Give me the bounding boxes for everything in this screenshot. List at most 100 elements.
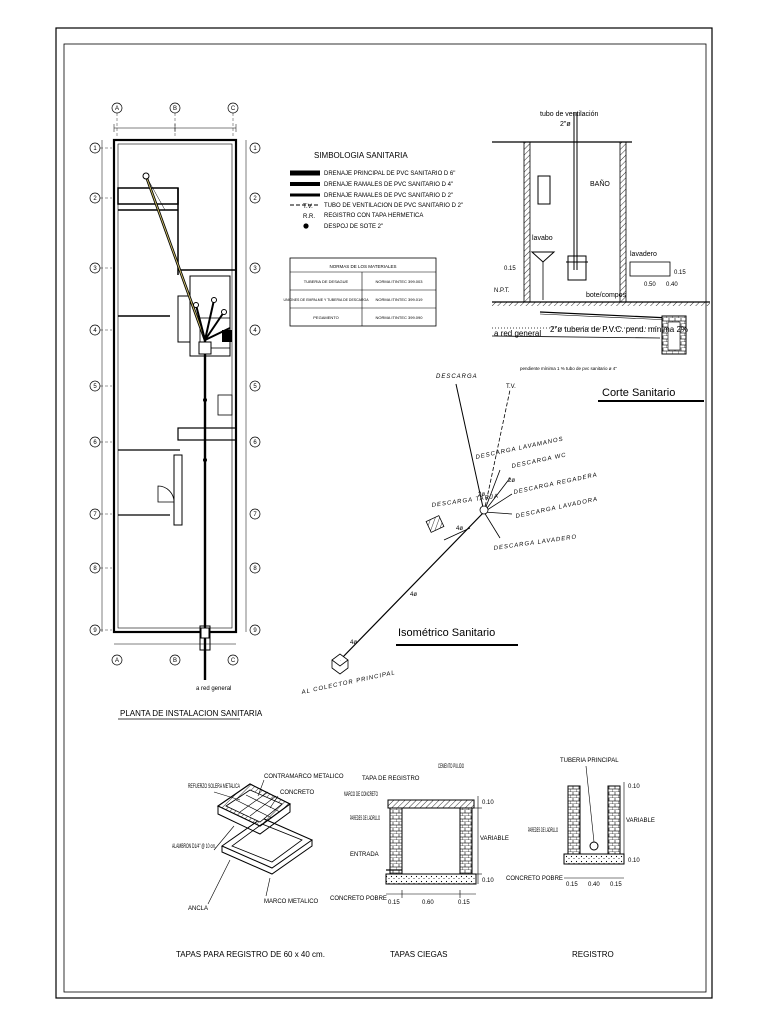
lid-label: REFUERZO SOLERA METALICA	[188, 784, 240, 790]
axis-row-label: 7	[93, 512, 97, 518]
axis-row-bubble	[249, 436, 261, 448]
blind-dimension: 0.10	[482, 800, 494, 806]
axis-row-bubble	[249, 142, 261, 154]
iso-label: DESCARGA	[436, 374, 478, 380]
register-pipe-icon	[589, 841, 599, 851]
axis-row-bubble	[249, 624, 261, 636]
legend: SIMBOLOGIA SANITARIA T.V. R.R. DRENAJE P…	[290, 151, 463, 230]
legend-item: DESPOJ DE SOTE 2"	[324, 224, 383, 230]
legend-item: DRENAJE RAMALES DE PVC SANITARIO D 4"	[324, 182, 453, 188]
axis-row-label: 1	[93, 146, 97, 152]
section-foot-label: pendiente mínima 1 % tubo de pvc sanitar…	[520, 366, 617, 371]
inner-frame	[63, 43, 707, 993]
axis-row-label: 2	[253, 196, 257, 202]
axis-row-label: 9	[253, 628, 257, 634]
iso-diameter: 2ø	[478, 492, 485, 498]
iso-label: DESCARGA WC	[511, 452, 567, 470]
axis-col-label: B	[173, 106, 177, 112]
box-label: TUBERIA PRINCIPAL	[560, 758, 619, 764]
box-dimension: 0.10	[628, 858, 640, 864]
axis-col-label: A	[115, 106, 119, 112]
section-level: 0.15	[504, 266, 516, 272]
section-vent-label: tubo de ventilación	[540, 111, 598, 118]
box-dimension: 0.15	[610, 882, 622, 888]
iso-diameter: 4ø	[456, 526, 463, 532]
iso-label: AL COLECTOR PRINCIPAL	[300, 670, 396, 696]
axis-row-label: 4	[93, 328, 97, 334]
axis-row-bubble	[249, 262, 261, 274]
section-level: 0.15	[674, 270, 686, 276]
blind-label: TAPA DE REGISTRO	[362, 776, 420, 782]
box-dimension: 0.10	[628, 784, 640, 790]
axis-row-label: 4	[253, 328, 257, 334]
section-trap-label: bote/compos	[586, 292, 627, 299]
legend-item: DRENAJE RAMALES DE PVC SANITARIO D 2"	[324, 193, 453, 199]
plan-bottom-note: a red general	[196, 686, 231, 692]
axis-row-label: 5	[253, 384, 257, 390]
section-network-label: a red general	[494, 329, 541, 338]
iso-label: DESCARGA LAVADORA	[515, 497, 599, 520]
axis-row-label: 7	[253, 512, 257, 518]
plan-walls	[112, 138, 238, 634]
blind-label: PAREDES DE LADRILLO	[350, 816, 380, 822]
iso-label: DESCARGA TARJA	[431, 494, 499, 509]
iso-label: T.V.	[506, 384, 516, 390]
blind-label: CEMENTO PULIDO	[438, 764, 464, 770]
blind-label: CONCRETO POBRE	[330, 896, 387, 902]
section-level: 0.50	[644, 282, 656, 288]
legend-item: REGISTRO CON TAPA HERMETICA	[324, 213, 423, 219]
box-dimension: VARIABLE	[626, 818, 655, 824]
axis-row-bubble	[249, 562, 261, 574]
iso-diameter: 2ø	[508, 478, 515, 484]
section-npt-label: N.P.T.	[494, 288, 510, 294]
axis-row-bubble	[249, 192, 261, 204]
box-label: PAREDES DE LADRILLO	[528, 828, 558, 834]
axis-row-label: 8	[93, 566, 97, 572]
legend-item: TUBO DE VENTILACION DE PVC SANITARIO D 2…	[324, 203, 463, 209]
section-laundry-label: lavadero	[630, 251, 657, 258]
axis-col-label: C	[231, 106, 236, 112]
plan-title: PLANTA DE INSTALACION SANITARIA	[120, 709, 263, 718]
lid-label: CONCRETO	[280, 790, 315, 796]
iso-collector-box	[331, 653, 349, 675]
norms-cell: UNIONES DE EMPALME Y TUBERIA DE DESCARGA	[283, 298, 369, 302]
section-sink-label: lavabo	[532, 235, 553, 242]
legend-title: SIMBOLOGIA SANITARIA	[314, 151, 408, 160]
axis-row-label: 2	[93, 196, 97, 202]
box-label: CONCRETO POBRE	[506, 876, 563, 882]
lid-label: MARCO METALICO	[264, 899, 319, 905]
axis-row-label: 9	[93, 628, 97, 634]
outer-frame	[55, 27, 713, 999]
norms-table: NORMAS DE LOS MATERIALES TUBERIA DE DESA…	[283, 257, 437, 327]
axis-row-label: 3	[253, 266, 257, 272]
blind-label: ENTRADA	[350, 852, 379, 858]
axis-row-label: 3	[93, 266, 97, 272]
section-bath-label: BAÑO	[590, 179, 610, 188]
iso-sink-icon	[425, 515, 445, 533]
axis-row-bubble	[249, 324, 261, 336]
detail-register-box: TUBERIA PRINCIPAL PAREDES DE LADRILLO CO…	[506, 758, 655, 959]
detail-blind-lid: CEMENTO PULIDO TAPA DE REGISTRO MARCO DE…	[330, 764, 509, 959]
lid-label: ANCLA	[188, 906, 208, 912]
axis-row-label: 6	[93, 440, 97, 446]
axis-row-label: 8	[253, 566, 257, 572]
axis-col-label: B	[173, 658, 177, 664]
axis-col-bubble	[227, 654, 239, 666]
sanitary-section: tubo de ventilación 2"ø BAÑO lavabo lava…	[491, 111, 710, 402]
axis-col-bubble	[169, 654, 181, 666]
iso-diameter: 4ø	[410, 592, 417, 598]
axis-row-label: 1	[253, 146, 257, 152]
norms-cell: NORMA ITINTEC 399.090	[376, 315, 424, 320]
section-pipe-label: 2"ø tuberia de P.V.C. pend. mínima 2%	[550, 325, 688, 334]
box-dimension: 0.40	[588, 882, 600, 888]
lid-label: CONTRAMARCO METALICO	[264, 774, 344, 780]
axis-col-label: C	[231, 658, 236, 664]
norms-cell: NORMA ITINTEC 399.003	[376, 279, 424, 284]
legend-abbr-tv: T.V.	[303, 204, 313, 210]
lid-label: ALAMBRON D1/4" @ 10 cm.	[172, 844, 216, 850]
norms-cell: PEGAMENTO	[313, 315, 339, 320]
blind-dimension: 0.15	[388, 900, 400, 906]
section-title: Corte Sanitario	[602, 387, 675, 399]
norms-cell: NORMA ITINTEC 399.019	[376, 297, 424, 302]
